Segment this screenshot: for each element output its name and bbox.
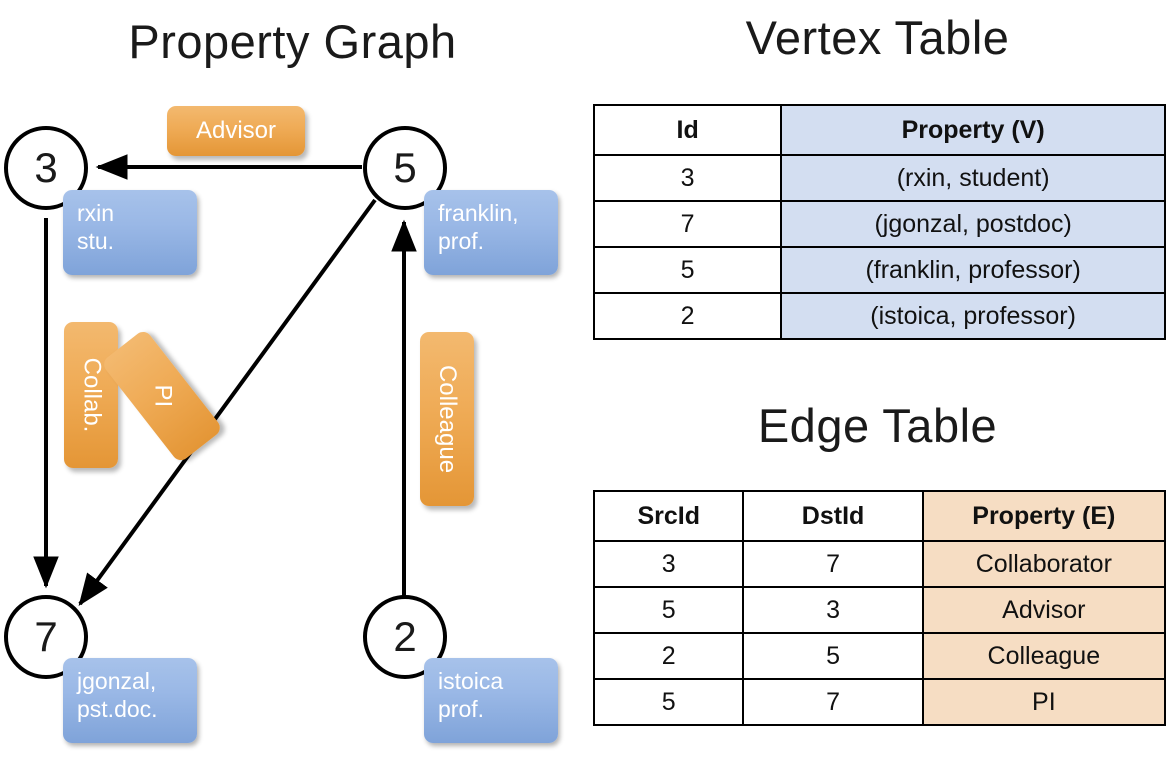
vertex-cell-id: 2: [592, 292, 783, 340]
vertex-cell-id: 7: [592, 200, 783, 248]
edge-cell-property: Colleague: [921, 632, 1167, 680]
edge-cell-srcid: 5: [592, 586, 745, 634]
edge-label-advisor: Advisor: [167, 106, 305, 156]
edge-cell-srcid: 5: [592, 678, 745, 726]
graph-node-2[interactable]: 2: [363, 595, 447, 679]
vertex-cell-id: 5: [592, 246, 783, 294]
node-property-jgonzal-line1: jgonzal,: [77, 668, 157, 694]
edge-cell-dstid: 7: [742, 678, 924, 726]
table-row: 2 5 Colleague: [592, 632, 1167, 680]
edge-cell-srcid: 3: [592, 540, 745, 588]
edge-label-colleague: Colleague: [420, 332, 474, 506]
edge-table-header-row: SrcId DstId Property (E): [592, 490, 1167, 542]
node-property-rxin-line1: rxin: [77, 200, 115, 226]
table-row: 5 3 Advisor: [592, 586, 1167, 634]
node-property-jgonzal-line2: pst.doc.: [77, 696, 158, 723]
node-property-istoica: istoica prof.: [424, 658, 558, 743]
edge-label-colleague-text: Colleague: [434, 364, 461, 474]
edge-table-header-dstid: DstId: [742, 490, 924, 542]
edge-cell-dstid: 3: [742, 586, 924, 634]
vertex-cell-property: (rxin, student): [780, 154, 1166, 202]
table-row: 7 (jgonzal, postdoc): [592, 200, 1166, 248]
vertex-cell-id: 3: [592, 154, 783, 202]
property-graph-diagram: 3 5 7 2 rxin stu. franklin, prof. jgonza…: [4, 106, 558, 743]
node-property-istoica-line1: istoica: [438, 668, 504, 694]
edge-cell-srcid: 2: [592, 632, 745, 680]
graph-edge-arrows: [33, 154, 417, 606]
edge-table-header-srcid: SrcId: [592, 490, 745, 542]
table-row: 3 7 Collaborator: [592, 540, 1167, 588]
vertex-cell-property: (franklin, professor): [780, 246, 1166, 294]
node-property-rxin: rxin stu.: [63, 190, 197, 275]
edge-label-pi-text: PI: [149, 384, 176, 408]
edge-table: SrcId DstId Property (E) 3 7 Collaborato…: [592, 490, 1167, 726]
vertex-cell-property: (istoica, professor): [780, 292, 1166, 340]
page-title-property-graph: Property Graph: [128, 15, 457, 68]
graph-node-5[interactable]: 5: [363, 126, 447, 210]
edge-cell-dstid: 7: [742, 540, 924, 588]
edge-5-to-7: [78, 198, 377, 606]
edge-cell-property: PI: [921, 678, 1167, 726]
edge-cell-property: Advisor: [921, 586, 1167, 634]
edge-table-header-property: Property (E): [921, 490, 1167, 542]
page-title-vertex-table: Vertex Table: [745, 11, 1010, 64]
edge-cell-dstid: 5: [742, 632, 924, 680]
node-property-franklin-line2: prof.: [438, 228, 485, 255]
node-property-jgonzal: jgonzal, pst.doc.: [63, 658, 197, 743]
edge-label-collab-text: Collab.: [78, 357, 105, 433]
vertex-table-header-id: Id: [592, 104, 783, 156]
vertex-table-header-row: Id Property (V): [592, 104, 1166, 156]
edge-label-collab: Collab.: [64, 322, 118, 468]
vertex-cell-property: (jgonzal, postdoc): [780, 200, 1166, 248]
table-row: 2 (istoica, professor): [592, 292, 1166, 340]
node-property-istoica-line2: prof.: [438, 696, 485, 723]
page-title-edge-table: Edge Table: [757, 399, 998, 452]
node-property-franklin: franklin, prof.: [424, 190, 558, 275]
node-property-rxin-line2: stu.: [77, 228, 115, 255]
table-row: 5 7 PI: [592, 678, 1167, 726]
node-property-franklin-line1: franklin,: [438, 200, 519, 226]
vertex-table: Id Property (V) 3 (rxin, student) 7 (jgo…: [592, 104, 1166, 340]
table-row: 5 (franklin, professor): [592, 246, 1166, 294]
vertex-table-header-property: Property (V): [780, 104, 1166, 156]
table-row: 3 (rxin, student): [592, 154, 1166, 202]
edge-cell-property: Collaborator: [921, 540, 1167, 588]
edge-label-advisor-text: Advisor: [195, 117, 277, 144]
